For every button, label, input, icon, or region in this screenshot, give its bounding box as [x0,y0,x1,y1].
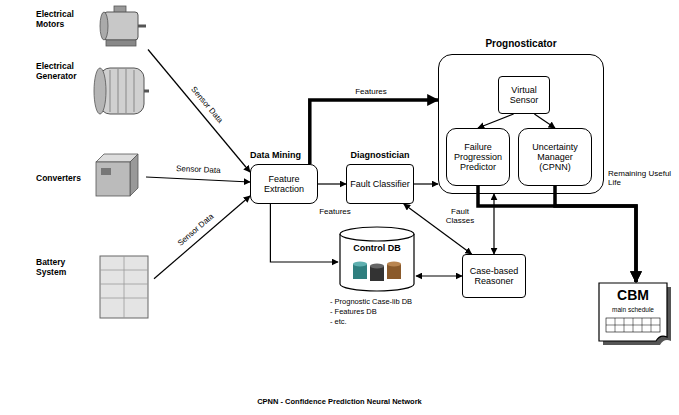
schedule-subtitle: main schedule [598,306,668,313]
device-node: Converters [36,150,146,204]
connector [154,196,250,279]
edge-label: Features [345,88,397,97]
converter-picture [96,154,138,196]
battery-picture [100,256,148,318]
process-box: Virtual Sensor [498,76,550,114]
cylinder-body [340,234,414,291]
process-box: Failure Progression Predictor [446,128,510,186]
connector [414,183,438,184]
schedule-node: CBM main schedule [598,282,672,346]
converter-front [96,162,130,196]
device-node: Battery System [36,250,154,322]
motor-feet [106,40,136,46]
group-heading: Data Mining [250,150,306,160]
device-label: Electrical Motors [36,10,92,29]
cylinder-top [340,227,414,241]
motor-shaft [138,25,146,28]
process-node: Failure Progression Predictor [446,128,510,186]
schedule-grid [606,318,660,332]
box-text: Fault Classifier [350,179,410,189]
database-node: Control DB [338,226,416,294]
connector [318,183,346,184]
device-node: Electrical Motors [36,2,148,52]
process-node: DiagnosticianFault Classifier [344,150,416,206]
db-icon [387,262,401,267]
database-cylinder [338,226,416,294]
edge-label: Sensor Data [175,165,222,176]
battery-shelves [100,256,148,318]
schedule-grid [606,318,660,332]
device-node: Electrical Generator [36,54,150,122]
schedule-sheet [599,283,667,341]
box-text: Feature Extraction [254,174,314,194]
note-text: - Features DB [330,308,377,316]
motor-cap [100,12,108,40]
generator-body [100,68,144,114]
connector [534,114,555,128]
generator-picture [94,68,149,114]
group-heading: Diagnostician [344,150,416,160]
note-text: - etc. [330,318,347,326]
edge-label: Remaining Useful Life [607,170,677,188]
edge-label: Fault Classes [441,208,479,226]
process-box: Case-based Reasoner [462,254,526,298]
generator-cap [94,68,106,114]
group-node: PrognosticatorVirtual SensorFailure Prog… [438,38,604,196]
box-text: Uncertainty Manager (CPNN) [522,142,588,172]
process-node: Data MiningFeature Extraction [248,150,320,206]
converter-side [130,154,138,196]
process-node: Case-based Reasoner [462,254,526,298]
db-icon [370,264,384,269]
group-heading: Prognosticator [438,38,604,49]
connector [148,50,250,173]
database-title: Control DB [338,243,416,253]
note-text: - Prognostic Case-lib DB [330,298,412,306]
device-label: Converters [36,174,92,184]
connector [555,186,636,282]
generator-shaft [144,90,149,93]
device-label: Electrical Generator [36,62,92,81]
generator-fins [110,69,134,113]
connector [310,100,438,164]
converter-panel [101,168,111,175]
motor-body [104,12,138,40]
connector [493,194,494,254]
process-box: Feature Extraction [250,164,318,204]
box-text: Failure Progression Predictor [450,142,506,172]
process-box: Uncertainty Manager (CPNN) [518,128,592,186]
caption: CPNN - Confidence Prediction Neural Netw… [0,398,679,406]
battery-cabinet [100,256,148,318]
process-box: Fault Classifier [346,164,414,204]
device-label: Battery System [36,258,92,277]
connector [416,275,462,276]
box-text: Virtual Sensor [502,85,546,105]
process-node: Virtual Sensor [498,76,550,114]
db-icon [353,262,367,267]
motor-picture [100,6,146,46]
edge-label: Features [316,208,354,217]
schedule-title: CBM [598,288,668,304]
process-node: Uncertainty Manager (CPNN) [518,128,592,186]
box-text: Case-based Reasoner [466,266,522,286]
connector [146,177,250,182]
connector [478,114,514,128]
